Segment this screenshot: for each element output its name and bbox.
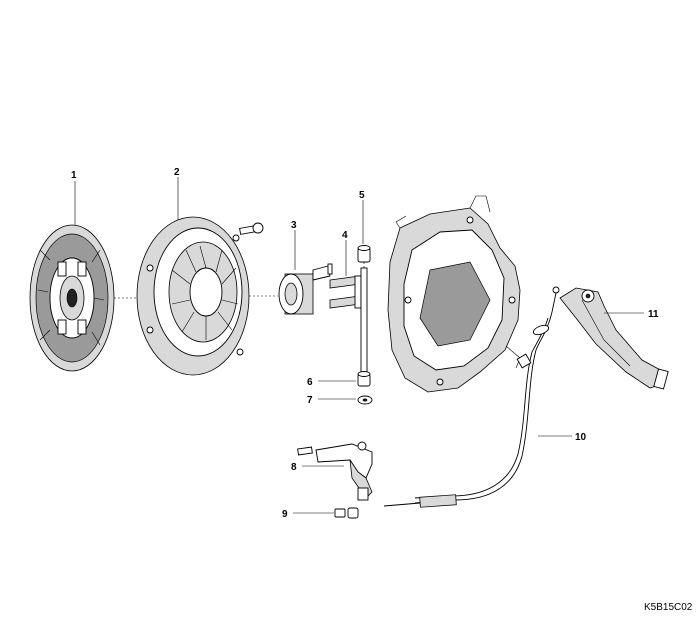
part-lower-bushing xyxy=(357,371,371,387)
callout-9: 9 xyxy=(282,509,288,520)
callout-10: 10 xyxy=(575,432,587,443)
part-release-fork xyxy=(329,275,362,309)
part-pressure-plate xyxy=(136,216,250,376)
callout-2: 2 xyxy=(174,167,180,178)
callout-6: 6 xyxy=(307,377,313,388)
figure-code: K5B15C02 xyxy=(644,602,693,613)
callout-8: 8 xyxy=(291,462,297,473)
part-washer xyxy=(357,395,373,405)
part-clutch-disc xyxy=(29,224,115,372)
callout-11: 11 xyxy=(648,309,659,320)
transaxle-housing xyxy=(387,195,521,393)
small-pin xyxy=(327,263,333,275)
callout-7: 7 xyxy=(307,395,313,406)
pressure-plate-bolt xyxy=(239,222,264,235)
callout-4: 4 xyxy=(342,230,348,241)
part-clutch-cable xyxy=(383,311,553,508)
cable-nut xyxy=(551,286,560,313)
callout-labels: 1 2 3 4 5 6 7 8 9 10 11 xyxy=(71,167,659,520)
part-retaining-clip xyxy=(334,507,359,519)
callout-1: 1 xyxy=(71,170,77,181)
part-release-bearing xyxy=(278,265,331,315)
part-cable-bracket xyxy=(297,441,373,501)
callout-3: 3 xyxy=(291,220,297,231)
part-clutch-pedal xyxy=(559,287,669,390)
part-upper-bushing xyxy=(357,245,371,263)
part-release-shaft xyxy=(360,267,368,373)
callout-5: 5 xyxy=(359,190,365,201)
leader-lines xyxy=(74,177,644,514)
